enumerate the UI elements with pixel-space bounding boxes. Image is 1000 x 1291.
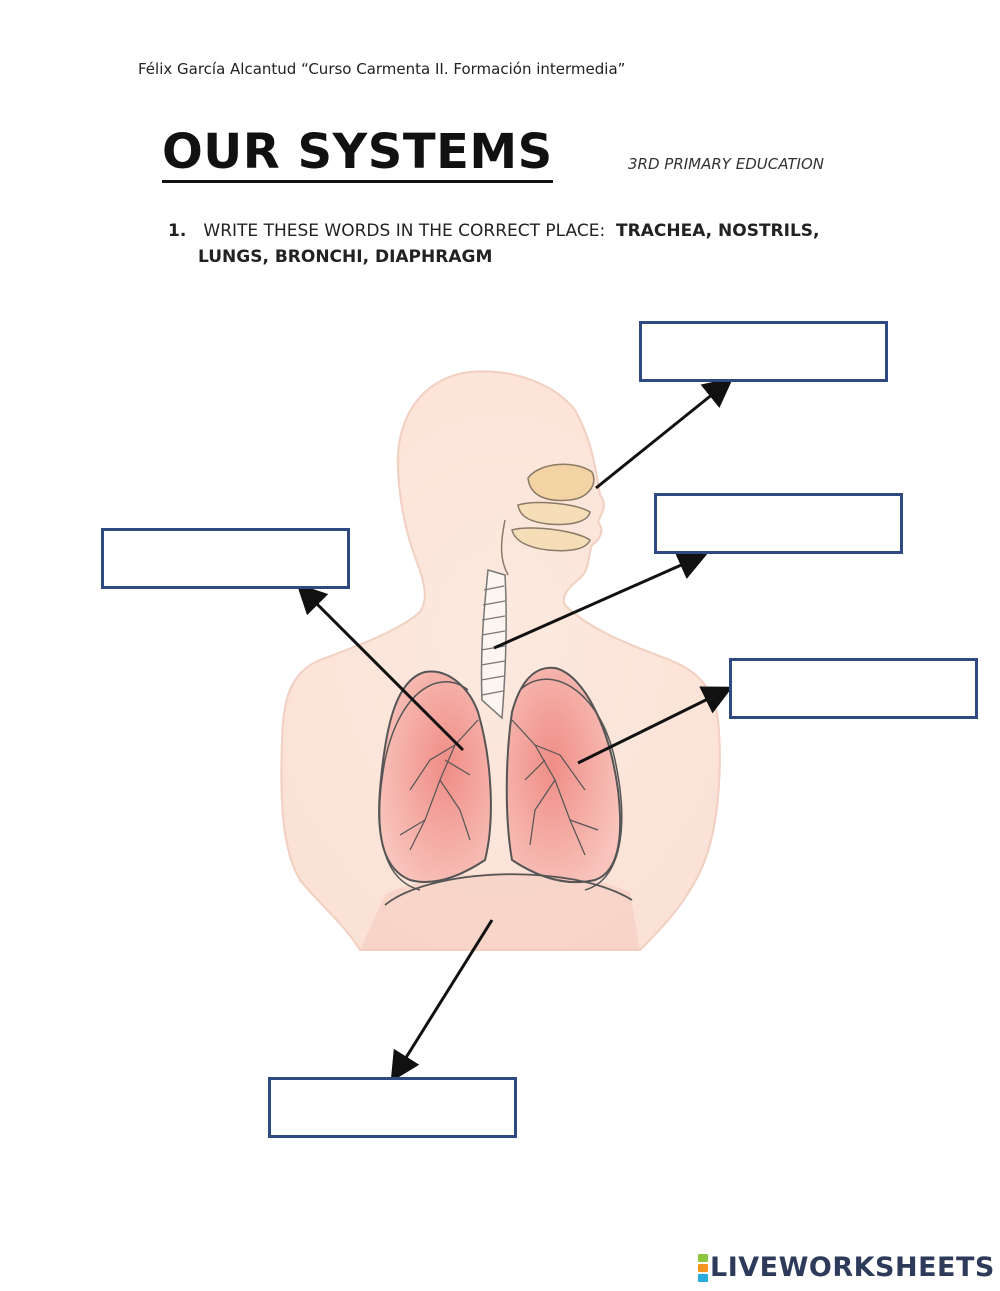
instruction-text: WRITE THESE WORDS IN THE CORRECT PLACE: bbox=[203, 221, 606, 241]
arrow-trachea bbox=[493, 551, 708, 650]
answer-box-diaphragm[interactable] bbox=[268, 1077, 517, 1138]
answer-box-nostrils[interactable] bbox=[639, 321, 888, 382]
trachea-illustration bbox=[480, 569, 507, 720]
answer-box-left-lung[interactable] bbox=[101, 528, 350, 589]
abdomen-shading bbox=[360, 872, 640, 950]
logo-text: LIVEWORKSHEETS bbox=[710, 1252, 995, 1283]
word-list-2: LUNGS, BRONCHI, DIAPHRAGM bbox=[198, 247, 493, 267]
diaphragm-illustration bbox=[384, 873, 633, 906]
pleura-right bbox=[519, 678, 623, 891]
bronchi-branches bbox=[399, 719, 599, 856]
answer-box-trachea[interactable] bbox=[654, 493, 903, 554]
header-credit: Félix García Alcantud “Curso Carmenta II… bbox=[138, 60, 626, 78]
pleura-left bbox=[378, 681, 469, 891]
arrow-diaphragm bbox=[390, 919, 494, 1083]
instruction: 1. WRITE THESE WORDS IN THE CORRECT PLAC… bbox=[168, 218, 868, 270]
arrow-right-lung bbox=[577, 686, 733, 765]
page-title: OUR SYSTEMS bbox=[162, 124, 553, 183]
answer-box-right-lung[interactable] bbox=[729, 658, 978, 719]
logo-mark-icon bbox=[698, 1253, 708, 1283]
instruction-number: 1. bbox=[168, 221, 187, 241]
liveworksheets-logo: LIVEWORKSHEETS bbox=[698, 1252, 995, 1283]
instruction-line-1: 1. WRITE THESE WORDS IN THE CORRECT PLAC… bbox=[168, 218, 868, 244]
nasal-cavity bbox=[500, 463, 595, 576]
grade-subtitle: 3RD PRIMARY EDUCATION bbox=[628, 155, 824, 173]
arrow-left-lung bbox=[296, 583, 465, 752]
lung-left-illustration bbox=[378, 670, 492, 883]
arrow-nostrils bbox=[595, 377, 734, 490]
word-list-1: TRACHEA, NOSTRILS, bbox=[616, 221, 820, 241]
